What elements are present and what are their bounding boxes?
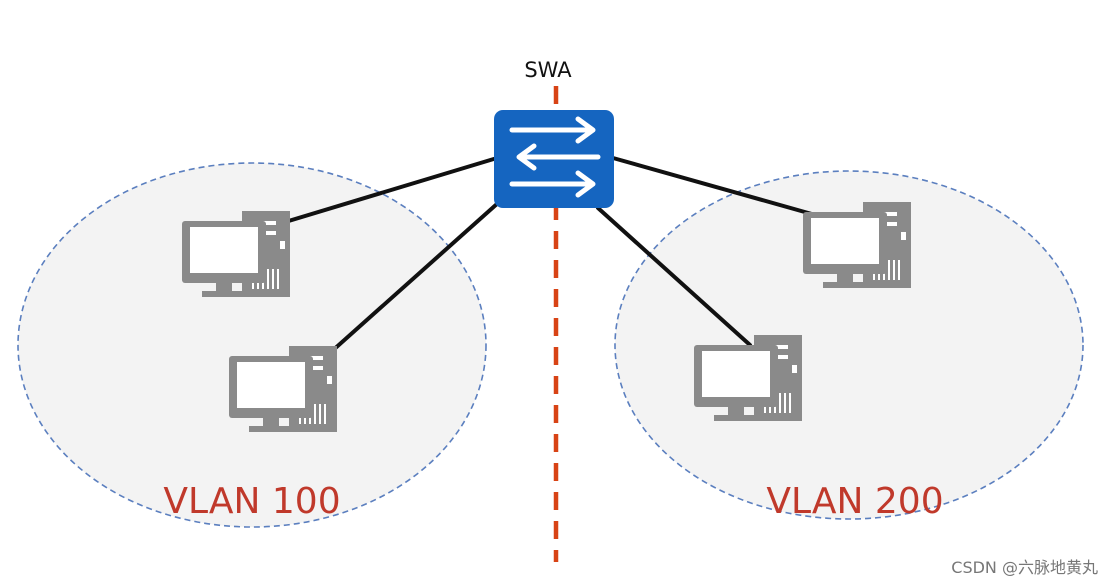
watermark: CSDN @六脉地黄丸 (951, 558, 1098, 577)
vlan-200-label: VLAN 200 (766, 481, 943, 522)
link-switch-pc-2 (320, 201, 500, 362)
switch-label: SWA (524, 58, 572, 82)
link-switch-pc-3 (611, 156, 828, 220)
network-switch-icon (494, 110, 614, 208)
link-switch-pc-1 (270, 156, 499, 228)
vlan-200-area (614, 170, 1084, 520)
vlan-100-label: VLAN 100 (163, 481, 340, 522)
link-switch-pc-4 (596, 206, 752, 347)
vlan-100-area (17, 162, 487, 528)
